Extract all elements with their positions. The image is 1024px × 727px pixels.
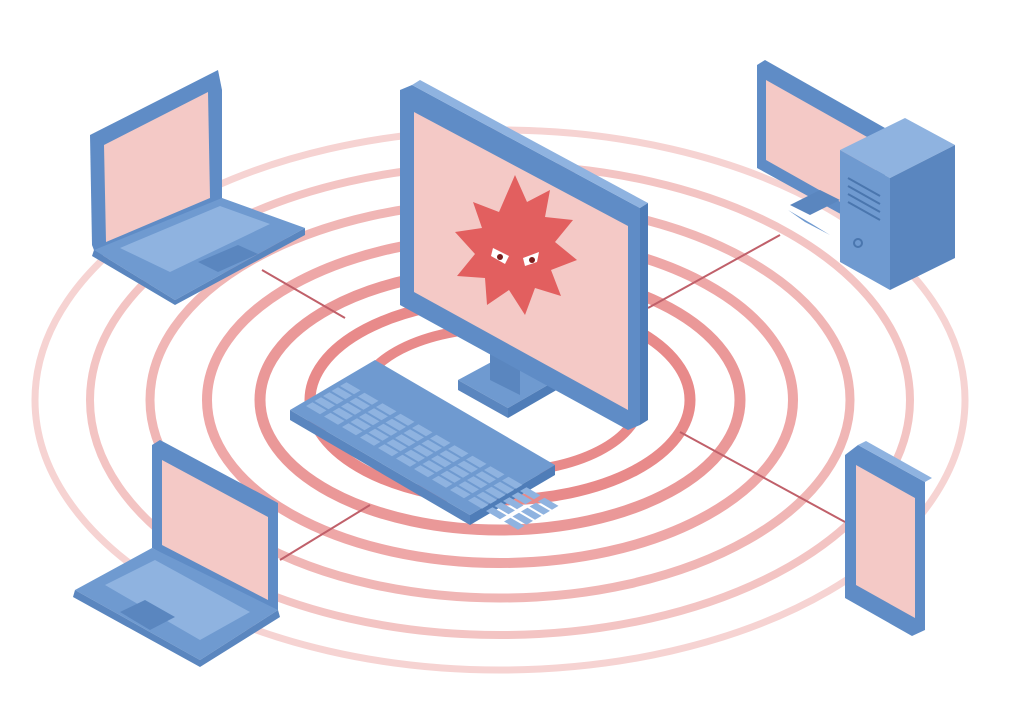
keyboard-key (529, 502, 550, 515)
keyboard-key (350, 418, 371, 431)
keyboard-key (342, 423, 363, 436)
keyboard-key (359, 413, 380, 426)
keyboard-key (494, 502, 515, 515)
keyboard-key (476, 491, 497, 504)
keyboard-key (360, 433, 381, 446)
keyboard-key (403, 429, 424, 442)
keyboard-key (413, 444, 434, 457)
keyboard-icon (290, 360, 559, 530)
keyboard-key (457, 460, 478, 473)
keyboard-key (466, 455, 487, 468)
keyboard-key (511, 492, 532, 505)
keyboard-key (458, 481, 479, 494)
keyboard-key (520, 487, 541, 500)
keyboard-key (440, 470, 461, 483)
keyboard-key (503, 497, 524, 510)
laptop-icon (73, 440, 280, 667)
keyboard-key (404, 449, 425, 462)
keyboard-key (306, 402, 327, 415)
keyboard-key (331, 387, 352, 400)
keyboard-key (432, 475, 453, 488)
keyboard-key (367, 408, 388, 421)
keyboard-key (485, 486, 506, 499)
keyboard-key (386, 439, 407, 452)
network-links (261, 234, 846, 561)
keyboard-key (377, 423, 398, 436)
keyboard-key (368, 428, 389, 441)
keyboard-key (332, 407, 353, 420)
keyboard-key (430, 434, 451, 447)
keyboard-key (431, 455, 452, 468)
keyboard-key (385, 418, 406, 431)
keyboard-key (341, 402, 362, 415)
keyboard-key (493, 481, 514, 494)
keyboard-key (450, 486, 471, 499)
keyboard-key (314, 397, 335, 410)
keyboard-key (378, 444, 399, 457)
keyboard-key (467, 476, 488, 489)
keyboard-key (324, 412, 345, 425)
tablet-icon (845, 441, 932, 636)
keyboard-key (376, 403, 397, 416)
link-top-left (261, 269, 346, 319)
link-bottom-left (279, 504, 371, 561)
link-bottom-right (679, 431, 846, 523)
keyboard-key (323, 392, 344, 405)
keyboard-key (358, 392, 379, 405)
keyboard-key (414, 465, 435, 478)
keyboard-key (394, 413, 415, 426)
keyboard-key (349, 397, 370, 410)
keyboard-key (521, 507, 542, 520)
keyboard-key (504, 517, 525, 530)
keyboard-key (421, 439, 442, 452)
keyboard-key (475, 471, 496, 484)
keyboard-key (512, 512, 533, 525)
keyboard-key (412, 424, 433, 437)
keyboard-key (538, 497, 559, 510)
keyboard-key (340, 382, 361, 395)
keyboard-key (484, 466, 505, 479)
desktop-tower-icon (757, 60, 955, 290)
laptop-icon (90, 70, 305, 305)
keyboard-key (468, 496, 489, 509)
keyboard-key (439, 450, 460, 463)
keyboard-key (502, 476, 523, 489)
keyboard-key (395, 434, 416, 447)
keyboard-key (396, 454, 417, 467)
keyboard-key (449, 465, 470, 478)
keyboard-key (486, 507, 507, 520)
keyboard-key (448, 445, 469, 458)
keyboard-key (422, 460, 443, 473)
virus-icon (455, 175, 577, 315)
link-top-right (647, 234, 781, 309)
